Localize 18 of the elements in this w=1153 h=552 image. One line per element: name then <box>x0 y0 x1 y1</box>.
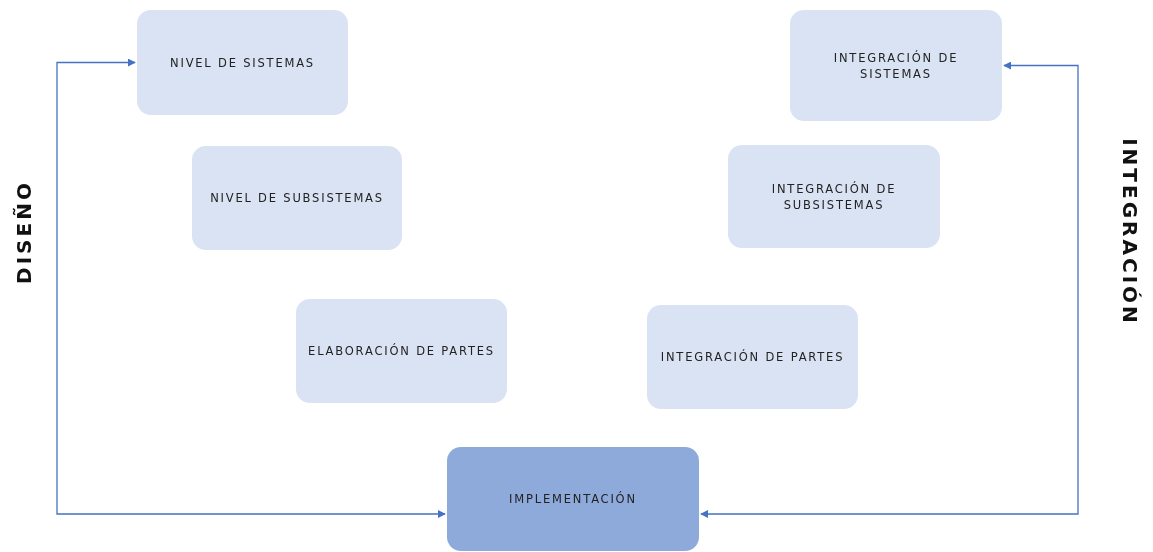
connector-arrow <box>700 61 1079 518</box>
box-label: ELABORACIÓN DE PARTES <box>308 343 495 359</box>
box-label: NIVEL DE SISTEMAS <box>170 54 315 71</box>
side-heading: DISEÑO <box>11 180 36 284</box>
box-label: INTEGRACIÓN DE SISTEMAS <box>832 49 960 82</box>
highlighted-box <box>447 447 699 551</box>
box-label: NIVEL DE SUBSISTEMAS <box>210 190 384 206</box>
box-label: INTEGRACIÓN DE SUBSISTEMAS <box>770 180 898 213</box>
rounded-box <box>790 10 1002 121</box>
rounded-box <box>137 10 348 115</box>
connector-arrow <box>56 58 446 518</box>
rounded-box <box>647 305 858 409</box>
box-label: IMPLEMENTACIÓN <box>509 491 637 507</box>
rounded-box <box>296 299 507 403</box>
box-label: INTEGRACIÓN DE PARTES <box>660 349 845 365</box>
rounded-box <box>728 145 940 248</box>
side-heading: INTEGRACIÓN <box>1117 138 1142 326</box>
rounded-box <box>192 146 402 250</box>
